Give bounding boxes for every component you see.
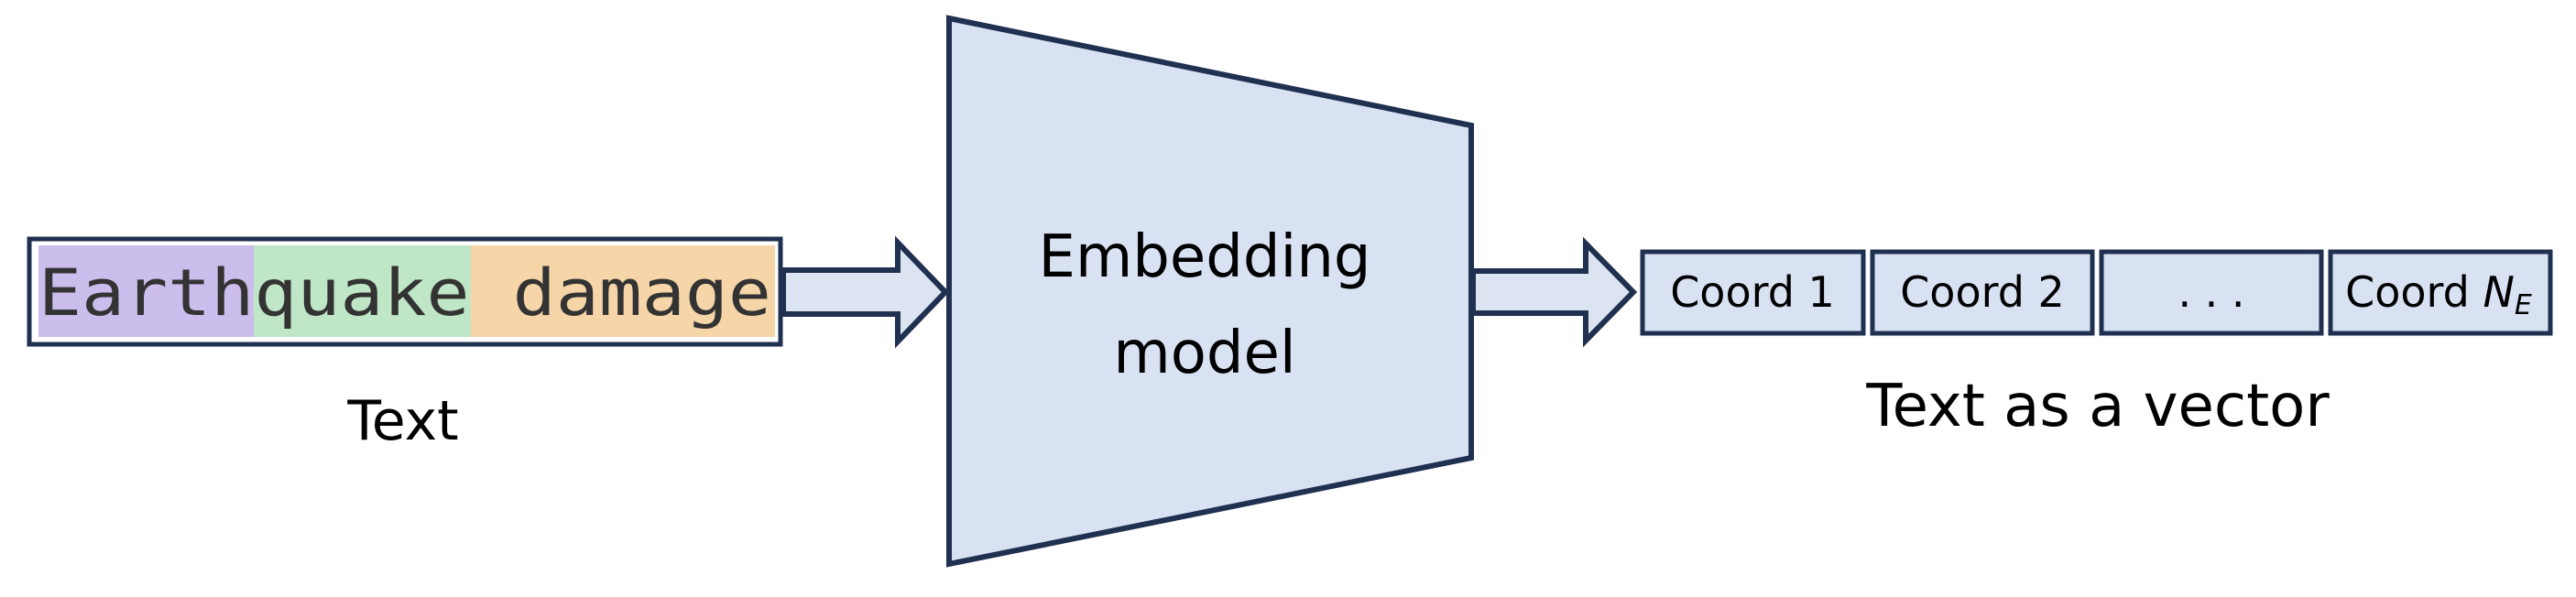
vector-cell-1-label: Coord 1 (1670, 267, 1835, 317)
vector-cell-ellipsis (2099, 249, 2324, 336)
model-label-line1: Embedding (1039, 223, 1371, 291)
vector-cell-ellipsis-label: . . . (2178, 267, 2244, 317)
vector-cell-last-var: N (2483, 267, 2514, 317)
token-bg-damage (471, 245, 775, 337)
token-damage: damage (470, 255, 771, 331)
vector-cell-last-sub: E (2515, 289, 2532, 321)
arrow-model-to-vector (1470, 236, 1638, 348)
vector-cell-2-label: Coord 2 (1900, 267, 2065, 317)
arrow-input-to-model (780, 235, 950, 349)
vector-cell-last-label: Coord NE (2345, 267, 2532, 321)
output-caption: Text as a vector (1865, 373, 2330, 440)
token-earth: Earth (38, 255, 254, 331)
vector-cell-last-base: Coord (2345, 267, 2483, 317)
output-vector: Coord 1 Coord 2 . . . Coord NE (1640, 249, 2553, 336)
token-bg-earth (38, 245, 254, 337)
input-caption: Text (346, 389, 458, 453)
embedding-model-shape (946, 15, 1474, 568)
vector-cell-last (2328, 249, 2553, 336)
model-label-line2: model (1113, 320, 1295, 387)
token-quake: quake (254, 255, 469, 331)
token-bg-quake (254, 245, 471, 337)
vector-cell-2 (1870, 249, 2095, 336)
vector-cell-1 (1640, 249, 1866, 336)
